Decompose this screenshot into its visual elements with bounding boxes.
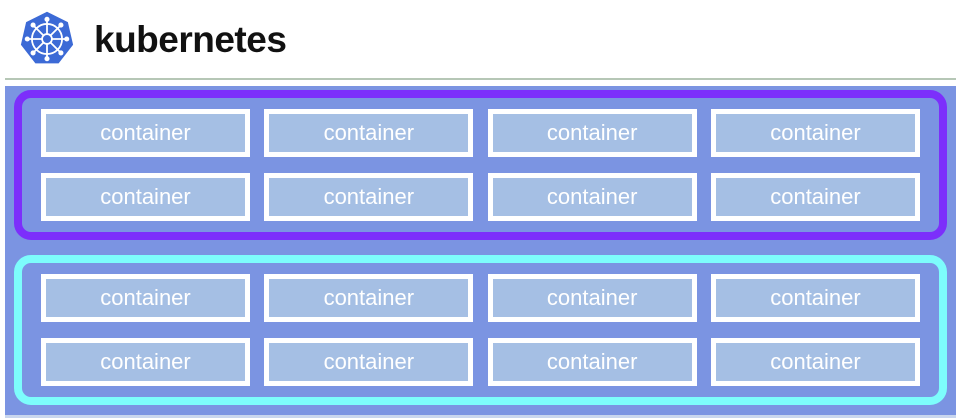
container-box[interactable]: container <box>264 109 474 157</box>
container-box[interactable]: container <box>41 109 250 157</box>
container-label: container <box>100 285 191 310</box>
pod-bottom-row-1: container container container container <box>41 274 920 322</box>
pod-top-row-2: container container container container <box>41 173 920 221</box>
container-label: container <box>323 120 415 145</box>
container-label: container <box>323 285 415 310</box>
pod-top-container-grid: container container container container … <box>41 109 920 221</box>
container-box[interactable]: container <box>487 109 697 157</box>
pod-bottom-row-2: container container container container <box>41 338 920 386</box>
container-box[interactable]: container <box>710 338 920 386</box>
container-label: container <box>546 285 638 310</box>
container-label: container <box>546 349 638 374</box>
container-box[interactable]: container <box>710 274 920 322</box>
pod-bottom-container-grid: container container container container … <box>41 274 920 386</box>
header-divider <box>5 78 956 80</box>
container-label: container <box>100 349 191 374</box>
container-box[interactable]: container <box>41 338 250 386</box>
container-box[interactable]: container <box>264 338 474 386</box>
kubernetes-logo-icon <box>20 11 74 64</box>
container-box[interactable]: container <box>264 173 474 221</box>
container-label: container <box>770 285 861 310</box>
pod-top: container container container container … <box>14 90 947 240</box>
container-label: container <box>770 184 861 209</box>
cluster-canvas: container container container container … <box>5 86 956 415</box>
container-label: container <box>770 349 861 374</box>
container-box[interactable]: container <box>710 173 920 221</box>
container-box[interactable]: container <box>41 173 250 221</box>
cluster-underline <box>5 415 956 418</box>
container-label: container <box>100 120 191 145</box>
kubernetes-wordmark: kubernetes <box>94 18 287 60</box>
container-label: container <box>770 120 861 145</box>
container-box[interactable]: container <box>487 274 697 322</box>
container-label: container <box>100 184 191 209</box>
container-box[interactable]: container <box>264 274 474 322</box>
container-box[interactable]: container <box>41 274 250 322</box>
container-label: container <box>323 349 415 374</box>
container-box[interactable]: container <box>710 109 920 157</box>
container-label: container <box>546 120 638 145</box>
pod-bottom: container container container container … <box>14 255 947 405</box>
header: kubernetes <box>0 0 961 78</box>
container-box[interactable]: container <box>487 338 697 386</box>
pod-top-row-1: container container container container <box>41 109 920 157</box>
container-box[interactable]: container <box>487 173 697 221</box>
container-label: container <box>323 184 415 209</box>
container-label: container <box>546 184 638 209</box>
